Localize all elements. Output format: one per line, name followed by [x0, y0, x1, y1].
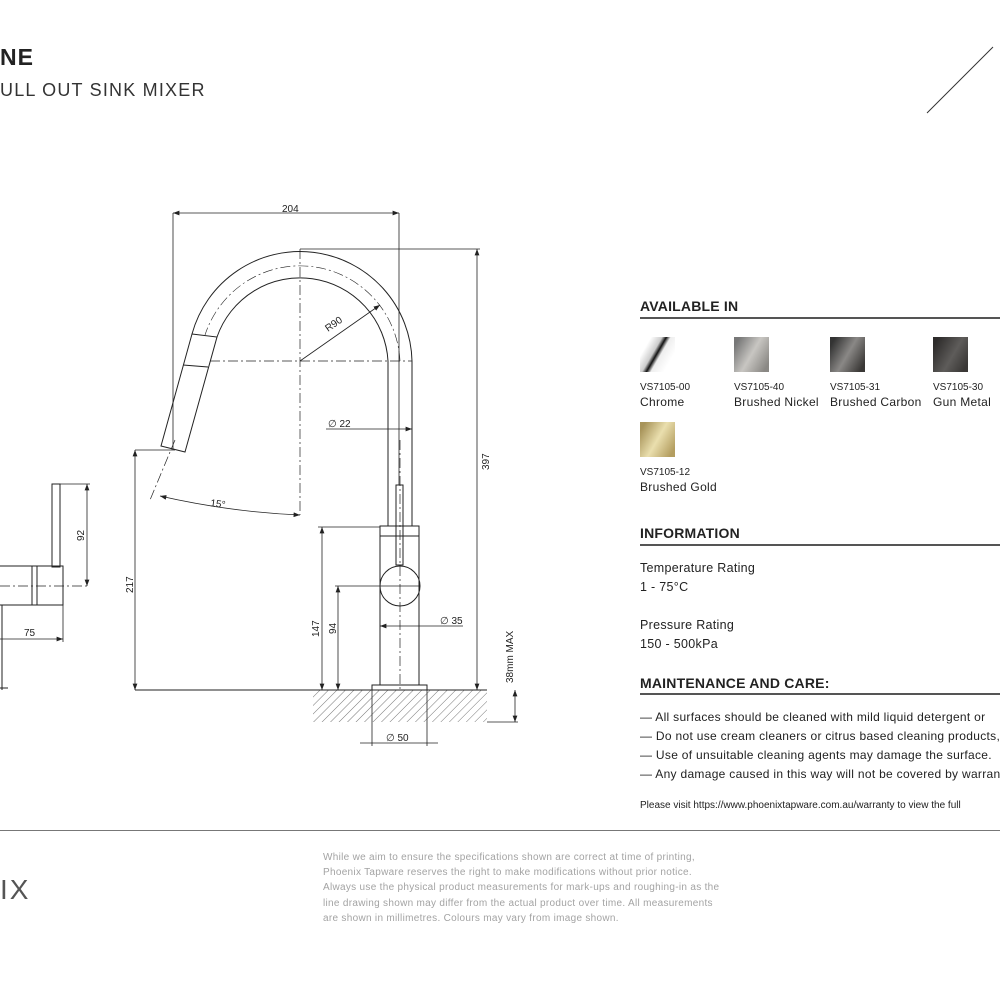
divider [640, 544, 1000, 546]
swatch-brushed-carbon [830, 337, 865, 372]
dim-width: 204 [282, 204, 299, 215]
finish-code: VS7105-00 [640, 382, 691, 393]
disclaimer-line: While we aim to ensure the specification… [323, 852, 695, 863]
temperature-label: Temperature Rating [640, 561, 756, 575]
product-subtitle: ULL OUT SINK MIXER [0, 80, 206, 100]
dim-bench: 38mm MAX [505, 630, 516, 683]
footer-divider [0, 830, 1000, 831]
finish-code: VS7105-40 [734, 382, 785, 393]
dim-spout-dia: ∅ 22 [328, 419, 351, 430]
finish-name: Brushed Carbon [830, 395, 922, 409]
finish-code: VS7105-30 [933, 382, 984, 393]
dim-handle-height: 94 [328, 622, 339, 634]
tap-side-elevation [132, 210, 518, 746]
swatch-brushed-gold [640, 422, 675, 457]
care-item: — Do not use cream cleaners or citrus ba… [640, 729, 1000, 743]
finish-code: VS7105-12 [640, 467, 691, 478]
swatch-chrome [640, 337, 675, 372]
swatch-brushed-nickel [734, 337, 769, 372]
tap-front-elevation [0, 483, 90, 690]
disclaimer-line: are shown in millimetres. Colours may va… [323, 913, 619, 924]
divider [640, 693, 1000, 695]
finish-name: Brushed Nickel [734, 395, 819, 409]
care-item: — All surfaces should be cleaned with mi… [640, 710, 986, 724]
pressure-label: Pressure Rating [640, 618, 735, 632]
finish-name: Brushed Gold [640, 480, 717, 494]
disclaimer-line: Phoenix Tapware reserves the right to ma… [323, 867, 692, 878]
dim-lever: 92 [76, 529, 87, 541]
finish-code: VS7105-31 [830, 382, 881, 393]
disclaimer-line: Always use the physical product measurem… [323, 882, 720, 893]
temperature-value: 1 - 75°C [640, 580, 689, 594]
finish-name: Chrome [640, 395, 685, 409]
brand-logo: IX [0, 874, 31, 905]
dim-base-dia: ∅ 50 [386, 733, 409, 744]
product-title: NE [0, 44, 34, 70]
divider [640, 317, 1000, 319]
maintenance-heading: MAINTENANCE AND CARE: [640, 675, 830, 691]
care-item: — Any damage caused in this way will not… [640, 767, 1000, 781]
pressure-value: 150 - 500kPa [640, 637, 718, 651]
dim-angle: 15° [210, 498, 227, 511]
finish-name: Gun Metal [933, 395, 992, 409]
dimension-labels: 204 R90 ∅ 22 397 15° 217 147 94 ∅ 35 ∅ 5… [24, 204, 516, 744]
dim-body-dia: ∅ 35 [440, 616, 463, 627]
dim-height: 397 [481, 453, 492, 470]
swatch-gun-metal [933, 337, 968, 372]
dim-depth: 75 [24, 628, 36, 639]
dim-spout-height: 217 [125, 576, 136, 593]
warranty-note: Please visit https://www.phoenixtapware.… [640, 800, 961, 811]
dim-body-height: 147 [311, 620, 322, 637]
information-heading: INFORMATION [640, 525, 740, 541]
disclaimer-line: line drawing shown may differ from the a… [323, 898, 713, 909]
corner-mark [926, 46, 994, 114]
care-item: — Use of unsuitable cleaning agents may … [640, 748, 992, 762]
available-heading: AVAILABLE IN [640, 298, 739, 314]
